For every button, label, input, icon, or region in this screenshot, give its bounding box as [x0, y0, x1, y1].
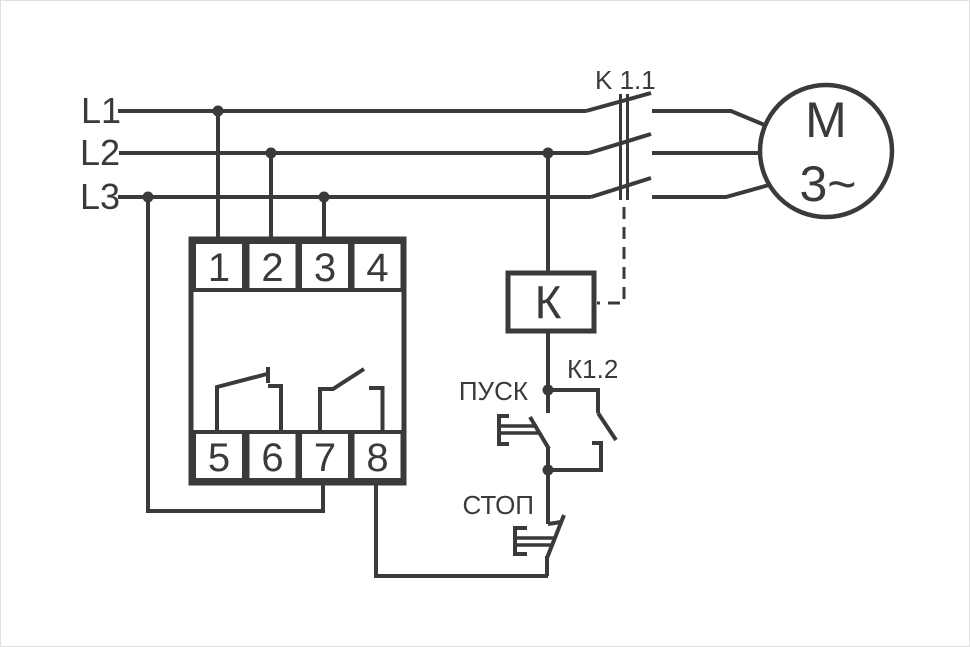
- k12-label: К1.2: [567, 354, 618, 384]
- terminal-cell-5: [192, 430, 246, 482]
- start-button-blade: [528, 415, 551, 451]
- terminal-8-label: 8: [366, 436, 388, 480]
- motor-circle: [757, 82, 895, 220]
- stop-button: СТОП: [462, 490, 566, 576]
- junction-dot: [212, 105, 224, 117]
- stop-button-fixed-hook: [547, 520, 562, 526]
- no-contact-fixed-lead: [369, 386, 385, 430]
- motor-phase-text: 3~: [799, 156, 856, 212]
- junction-dots: [142, 105, 554, 476]
- phase-label-l2: L2: [80, 132, 120, 173]
- junction-dot: [142, 191, 154, 203]
- wire-terminal8-stop: [374, 482, 548, 578]
- terminal-2-label: 2: [261, 246, 283, 290]
- motor-letter: М: [805, 92, 847, 148]
- nc-contact-blade: [215, 372, 268, 431]
- coil-label: К: [535, 276, 562, 328]
- wire-k11-motor-3: [652, 183, 770, 199]
- terminal-4-label: 4: [366, 246, 388, 290]
- terminal-1-label: 1: [208, 246, 230, 290]
- no-contact-blade: [318, 367, 366, 430]
- terminal-7-label: 7: [314, 436, 336, 480]
- junction-dot: [318, 191, 330, 203]
- terminal-cell-6: [245, 430, 300, 482]
- junction-dot: [542, 384, 554, 396]
- stop-button-label: СТОП: [462, 490, 534, 520]
- phase-label-l3: L3: [80, 176, 120, 217]
- contactor-coil: К: [505, 153, 597, 413]
- motor-feed-wires: [652, 109, 770, 199]
- phase-lines: L1 L2 L3: [80, 90, 591, 217]
- stop-button-blade: [545, 514, 566, 559]
- junction-dot: [265, 147, 277, 159]
- k12-blade: [596, 411, 618, 442]
- k12-top-lead: [548, 388, 600, 413]
- start-button: ПУСК: [459, 376, 551, 524]
- terminal-cell-2: [245, 240, 300, 292]
- terminal-cell-7: [298, 430, 352, 482]
- start-button-actuator: [497, 414, 509, 446]
- terminal-5-label: 5: [208, 436, 230, 480]
- k11-label: K 1.1: [595, 65, 656, 95]
- start-button-label: ПУСК: [459, 376, 528, 406]
- terminal-6-label: 6: [261, 436, 283, 480]
- aux-contact-k12: К1.2: [548, 354, 618, 472]
- wire-k11-motor-1: [652, 109, 768, 128]
- internal-nc-contact-5-6: [215, 367, 283, 431]
- junction-dot: [542, 147, 554, 159]
- terminal-cell-4: [350, 240, 405, 292]
- terminal-cell-3: [298, 240, 352, 292]
- wire-l3-terminal7: [146, 197, 325, 513]
- nc-contact-fixed-lead: [268, 384, 283, 431]
- motor: М 3~: [757, 82, 895, 220]
- mechanical-link-dashed: [597, 207, 626, 305]
- device-outline: [188, 236, 407, 486]
- stop-button-actuator: [513, 526, 527, 556]
- terminal-3-label: 3: [314, 246, 336, 290]
- junction-dot: [542, 464, 554, 476]
- phase-label-l1: L1: [81, 90, 121, 131]
- internal-no-contact-7-8: [318, 367, 385, 430]
- relay-device: 1 2 3 4 5 6 7 8: [188, 236, 407, 486]
- phase-drop-wires: [146, 111, 326, 513]
- terminal-cell-8: [350, 430, 405, 482]
- main-contacts-k11: K 1.1: [585, 65, 656, 200]
- k11-blade-l1: [585, 91, 652, 113]
- coil-box: [505, 270, 597, 334]
- terminal-cell-1: [192, 240, 246, 292]
- k12-bottom-lead: [548, 441, 603, 472]
